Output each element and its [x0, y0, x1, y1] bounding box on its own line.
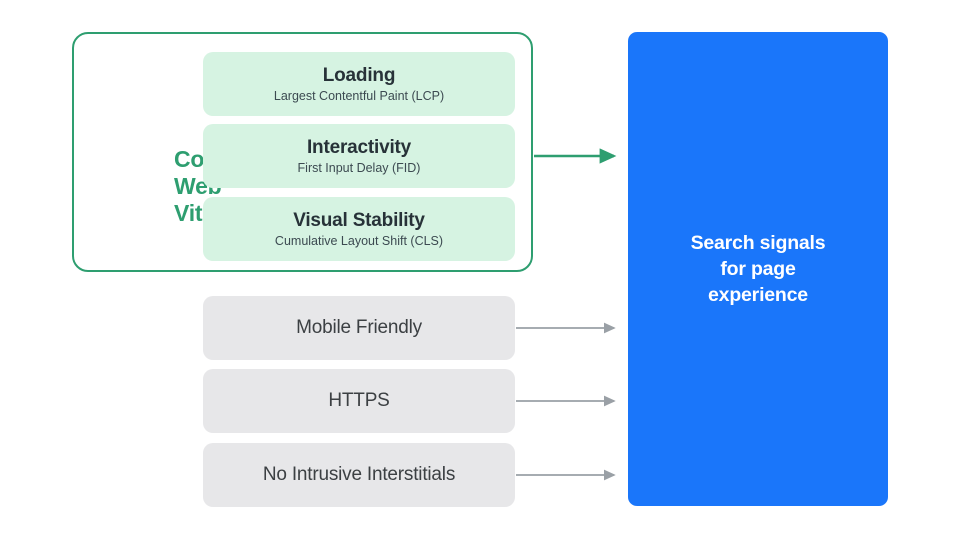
- signal-label: Mobile Friendly: [296, 317, 422, 338]
- metric-title: Interactivity: [306, 136, 412, 158]
- metric-title: Loading: [322, 64, 396, 86]
- metric-subtitle: First Input Delay (FID): [297, 160, 421, 175]
- metric-subtitle: Cumulative Layout Shift (CLS): [274, 233, 444, 248]
- signal-label: No Intrusive Interstitials: [262, 464, 456, 485]
- signal-box-https[interactable]: HTTPS: [203, 369, 515, 433]
- metric-title: Visual Stability: [293, 209, 425, 231]
- panel-text-line-2: for page: [720, 258, 796, 280]
- metric-card-loading[interactable]: Loading Largest Contentful Paint (LCP): [203, 52, 515, 116]
- search-signals-panel[interactable]: Search signals for page experience: [628, 32, 888, 506]
- panel-text-line-3: experience: [708, 284, 808, 306]
- panel-text-line-1: Search signals: [690, 232, 826, 254]
- search-signals-panel-text: Search signals for page experience: [673, 230, 844, 308]
- metric-card-interactivity[interactable]: Interactivity First Input Delay (FID): [203, 124, 515, 188]
- metric-subtitle: Largest Contentful Paint (LCP): [273, 88, 445, 103]
- signal-box-no-intrusive-interstitials[interactable]: No Intrusive Interstitials: [203, 443, 515, 507]
- metric-card-visual-stability[interactable]: Visual Stability Cumulative Layout Shift…: [203, 197, 515, 261]
- signal-label: HTTPS: [328, 390, 390, 411]
- signal-box-mobile-friendly[interactable]: Mobile Friendly: [203, 296, 515, 360]
